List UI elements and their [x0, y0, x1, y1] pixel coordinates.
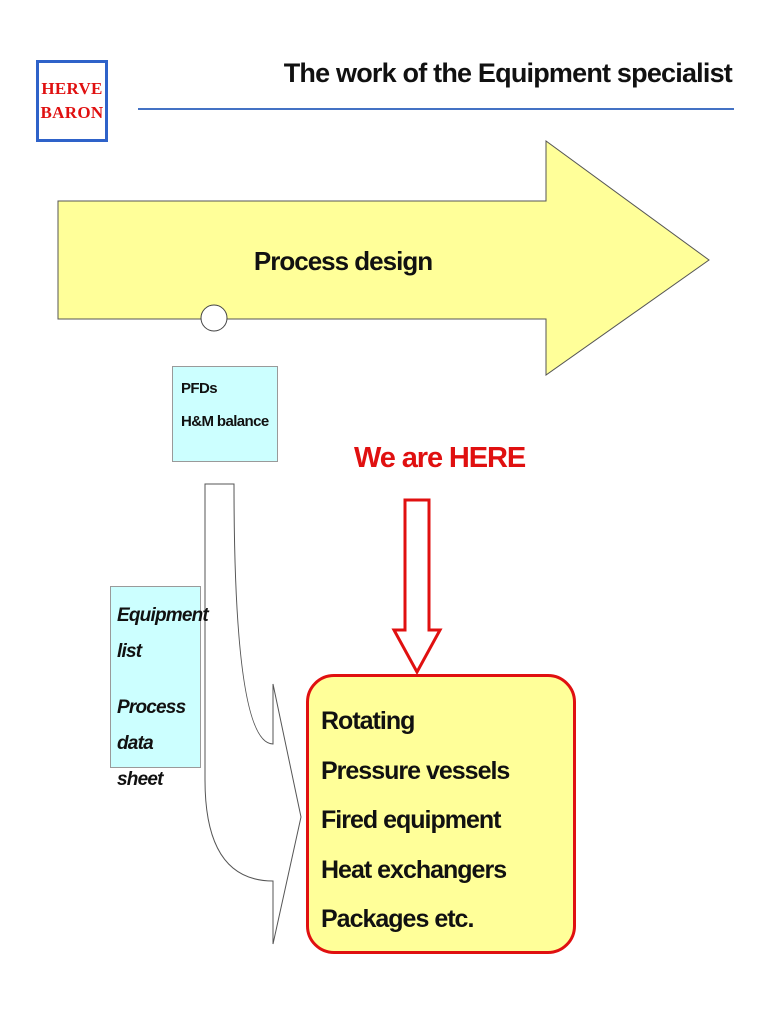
- hm-balance-item: H&M balance: [181, 413, 269, 430]
- pfd-item: PFDs: [181, 380, 218, 397]
- logo-line-2: BARON: [40, 103, 104, 122]
- equipment-type-rotating: Rotating: [321, 707, 415, 735]
- author-logo: HERVE BARON: [36, 60, 108, 142]
- we-are-here-arrow: [391, 498, 443, 676]
- slide-title: The work of the Equipment specialist: [283, 58, 733, 88]
- equipment-list-item: Equipment list: [117, 605, 209, 662]
- title-underline: [138, 108, 734, 110]
- equipment-type-pressure-vessels: Pressure vessels: [321, 756, 510, 785]
- equipment-type-packages: Packages etc.: [321, 905, 474, 933]
- logo-line-1: HERVE: [41, 79, 103, 98]
- pfd-document-box: PFDs H&M balance: [172, 366, 278, 462]
- equipment-types-box: Rotating Pressure vessels Fired equipmen…: [306, 674, 576, 954]
- equipment-docs-box: Equipment list Process data sheet: [110, 586, 209, 790]
- process-data-sheet-item: Process data sheet: [117, 697, 186, 790]
- equipment-type-heat-exchangers: Heat exchangers: [321, 855, 507, 884]
- we-are-here-label: We are HERE: [354, 442, 526, 474]
- equipment-type-fired-equipment: Fired equipment: [321, 806, 501, 834]
- process-design-label: Process design: [254, 246, 432, 276]
- flow-to-equipment-arrow: [204, 483, 302, 945]
- milestone-marker: [200, 304, 228, 332]
